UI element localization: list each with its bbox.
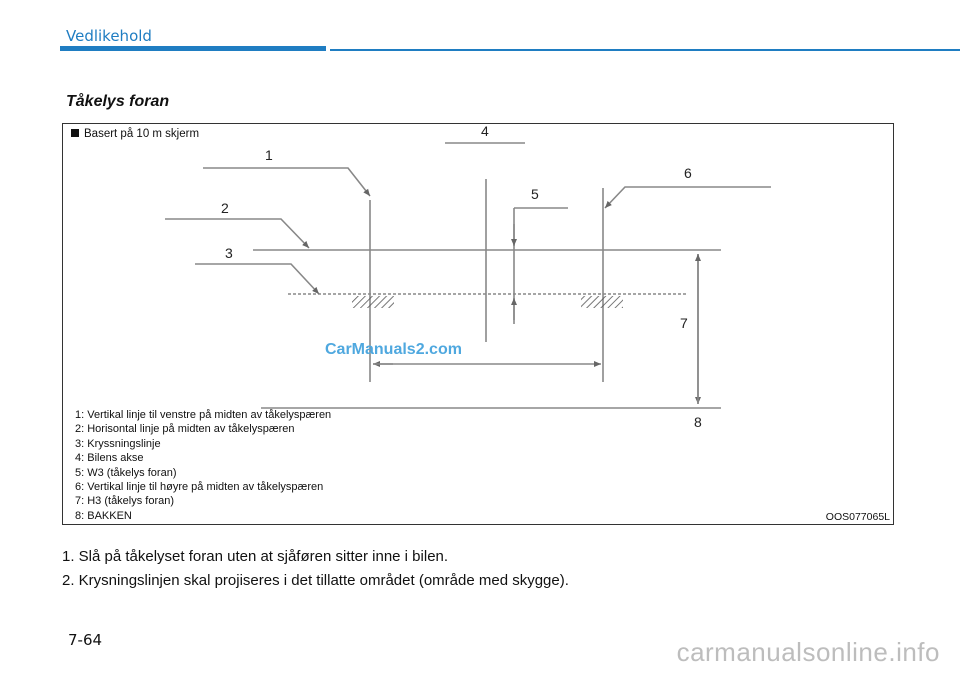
leader-1 <box>203 167 371 197</box>
callout-8: 8 <box>694 414 702 430</box>
header-section-title: Vedlikehold <box>66 27 152 45</box>
legend-item: 3: Kryssningslinje <box>75 437 161 450</box>
basis-note-text: Basert på 10 m skjerm <box>84 128 200 140</box>
header-rule-thick <box>60 46 326 51</box>
callout-3: 3 <box>225 245 233 261</box>
allowed-area-left <box>352 296 394 308</box>
diagram-legend: 1: Vertikal linje til venstre på midten … <box>75 408 331 523</box>
fog-light-aim-diagram: 1 2 3 4 5 6 7 8 Basert på 10 m skjerm Ca… <box>62 123 894 525</box>
leader-3 <box>195 263 320 295</box>
square-bullet-icon <box>71 129 79 137</box>
watermark: CarManuals2.com <box>325 341 462 358</box>
callout-6: 6 <box>684 165 692 181</box>
leader-6 <box>604 186 771 209</box>
step-item: 2. Krysningslinjen skal projiseres i det… <box>62 572 569 589</box>
callout-1: 1 <box>265 147 273 163</box>
callout-7: 7 <box>680 315 688 331</box>
header-rule-thin <box>330 49 960 51</box>
legend-item: 4: Bilens akse <box>75 452 144 465</box>
diagram-drawing: 1 2 3 4 5 6 7 8 <box>165 124 771 430</box>
legend-item: 6: Vertikal linje til høyre på midten av… <box>75 481 324 494</box>
allowed-area-right <box>581 296 623 308</box>
callout-5: 5 <box>531 186 539 202</box>
step-item: 1. Slå på tåkelyset foran uten at sjåfør… <box>62 548 449 565</box>
leader-2 <box>165 218 310 249</box>
legend-item: 5: W3 (tåkelys foran) <box>75 466 177 479</box>
page-title: Tåkelys foran <box>66 93 170 110</box>
legend-item: 8: BAKKEN <box>75 509 132 522</box>
legend-item: 7: H3 (tåkelys foran) <box>75 495 175 508</box>
callout-2: 2 <box>221 200 229 216</box>
legend-item: 1: Vertikal linje til venstre på midten … <box>75 409 332 421</box>
instruction-steps: 1. Slå på tåkelyset foran uten at sjåfør… <box>62 545 569 593</box>
footer-watermark: carmanualsonline.info <box>676 637 940 667</box>
callout-4: 4 <box>481 124 489 139</box>
page-number: 7-64 <box>68 631 103 649</box>
figure-code: OOS077065L <box>825 511 890 523</box>
basis-note: Basert på 10 m skjerm <box>71 128 199 140</box>
legend-item: 2: Horisontal linje på midten av tåkelys… <box>75 423 295 436</box>
